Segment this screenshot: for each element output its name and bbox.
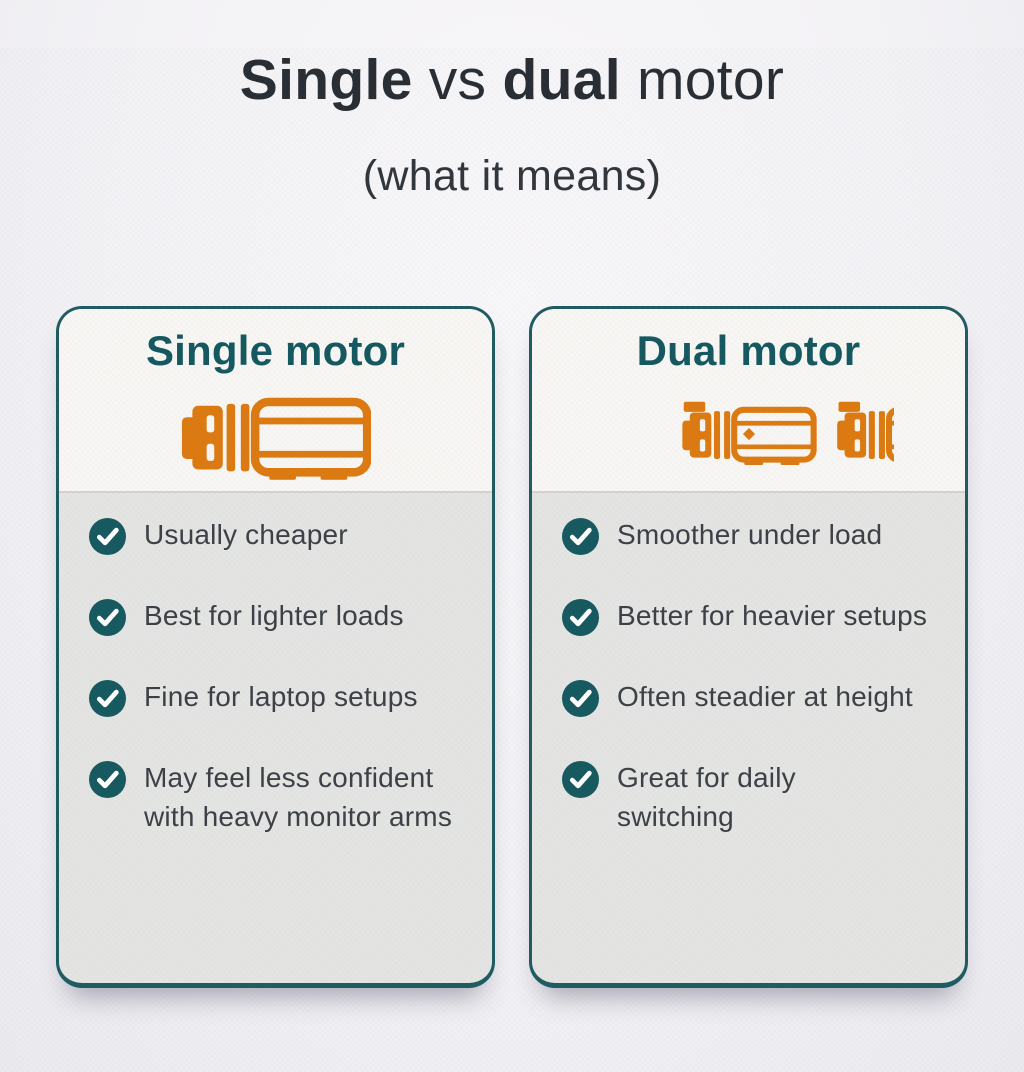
list-item-text: Fine for laptop setups <box>144 681 418 712</box>
check-circle-icon <box>562 518 599 555</box>
check-circle-icon <box>562 599 599 636</box>
title-word-dual: dual <box>502 48 621 112</box>
comparison-cards: Single motor Usually cheaper Best for li… <box>56 306 968 988</box>
check-circle-icon <box>562 761 599 798</box>
card-dual-header: Dual motor <box>532 309 965 491</box>
list-item: Great for daily switching <box>562 759 943 836</box>
title-word-motor: motor <box>620 48 785 112</box>
list-item-text: Best for lighter loads <box>144 600 404 631</box>
check-circle-icon <box>562 680 599 717</box>
title-word-single: Single <box>239 48 413 112</box>
check-circle-icon <box>89 761 126 798</box>
card-dual-motor: Dual motor Smoother under l <box>529 306 968 988</box>
list-item: May feel less confident with heavy monit… <box>89 759 470 836</box>
list-item: Better for heavier setups <box>562 597 943 636</box>
check-circle-icon <box>89 518 126 555</box>
card-single-list: Usually cheaper Best for lighter loads F… <box>59 491 492 983</box>
page-subtitle: (what it means) <box>362 151 662 200</box>
card-single-title: Single motor <box>145 327 406 374</box>
list-item: Fine for laptop setups <box>89 678 470 717</box>
check-circle-icon <box>89 599 126 636</box>
title-word-vs: vs <box>412 48 503 112</box>
list-item: Often steadier at height <box>562 678 943 717</box>
check-circle-icon <box>89 680 126 717</box>
list-item: Usually cheaper <box>89 516 470 555</box>
card-single-motor: Single motor Usually cheaper Best for li… <box>56 306 495 988</box>
card-single-header: Single motor <box>59 309 492 491</box>
list-item-text: Great for daily switching <box>617 762 796 832</box>
list-item-text: May feel less confident with heavy monit… <box>144 762 453 832</box>
page-title: Single vs dual motor <box>0 48 1024 114</box>
single-motor-icon <box>181 375 371 491</box>
list-item-text: Often steadier at height <box>617 681 913 712</box>
card-dual-list: Smoother under load Better for heavier s… <box>532 491 965 983</box>
dual-motor-icon <box>604 375 894 491</box>
list-item-text: Usually cheaper <box>144 519 348 550</box>
list-item-text: Smoother under load <box>617 519 883 550</box>
infographic-page: { "title": { "part1": "Single", "part2":… <box>0 48 1024 1072</box>
list-item-text: Better for heavier setups <box>617 600 928 631</box>
card-dual-title: Dual motor <box>636 327 861 374</box>
list-item: Smoother under load <box>562 516 943 555</box>
list-item: Best for lighter loads <box>89 597 470 636</box>
